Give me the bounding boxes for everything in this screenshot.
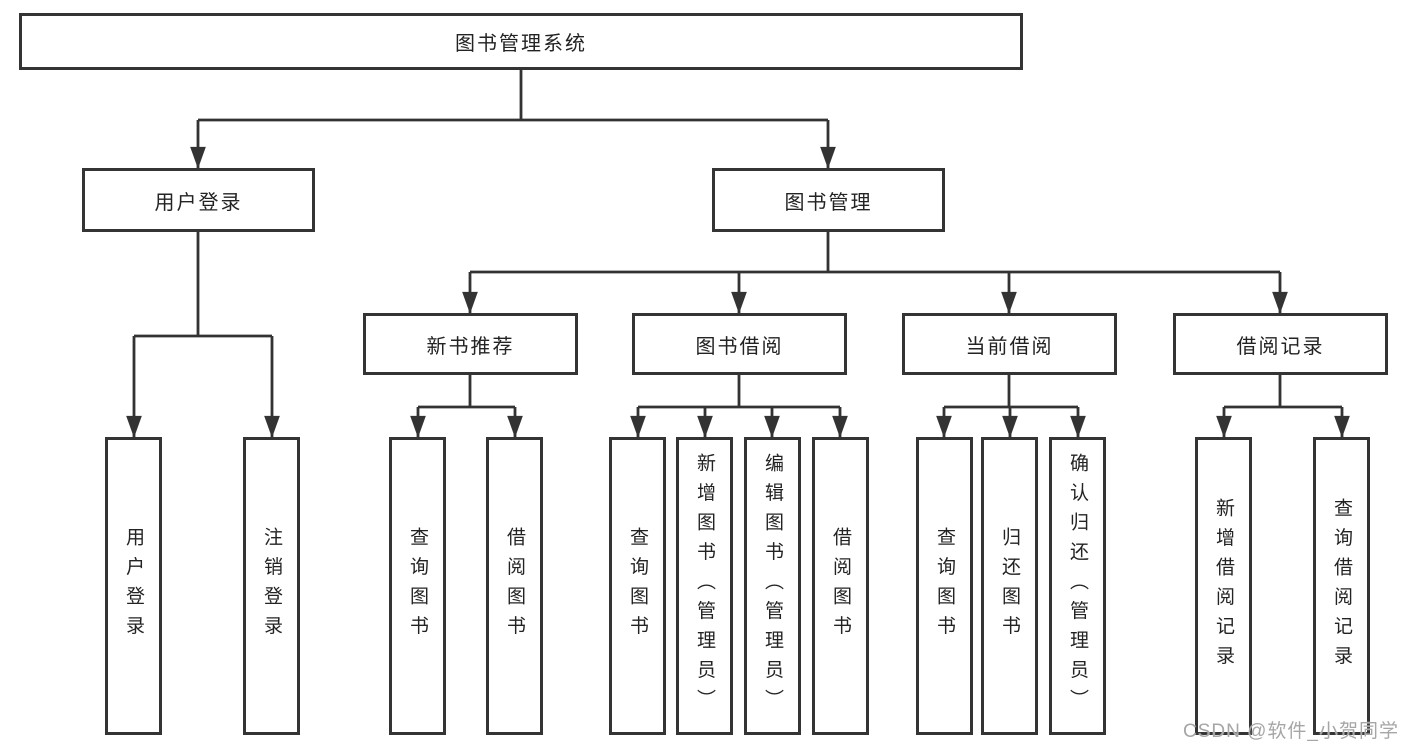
leaf-label: 查询图书 xyxy=(934,527,955,645)
leaf-label: 借阅图书 xyxy=(504,527,525,645)
leaf-logout: 注销登录 xyxy=(243,437,300,735)
node-borrow-records: 借阅记录 xyxy=(1173,313,1388,375)
csdn-watermark: CSDN @软件_小贺同学 xyxy=(1183,721,1399,742)
leaf-label: 确认归还（管理员） xyxy=(1067,453,1088,719)
leaf-add-books-admin: 新增图书（管理员） xyxy=(676,437,733,735)
leaf-edit-books-admin: 编辑图书（管理员） xyxy=(744,437,801,735)
leaf-confirm-return-admin: 确认归还（管理员） xyxy=(1049,437,1106,735)
node-label: 图书管理系统 xyxy=(455,33,587,55)
leaf-label: 归还图书 xyxy=(999,527,1020,645)
leaf-label: 查询图书 xyxy=(627,527,648,645)
node-label: 图书借阅 xyxy=(695,335,784,358)
leaf-label: 注销登录 xyxy=(261,527,282,645)
leaf-borrow-books-recommend: 借阅图书 xyxy=(486,437,543,735)
leaf-query-books-recommend: 查询图书 xyxy=(389,437,446,735)
node-book-management: 图书管理 xyxy=(712,168,945,232)
node-new-book-recommend: 新书推荐 xyxy=(363,313,578,375)
leaf-label: 新增图书（管理员） xyxy=(694,453,715,719)
node-label: 新书推荐 xyxy=(426,335,515,358)
leaf-label: 编辑图书（管理员） xyxy=(762,453,783,719)
leaf-label: 查询借阅记录 xyxy=(1331,497,1352,675)
node-label: 图书管理 xyxy=(784,191,873,214)
leaf-query-books-current: 查询图书 xyxy=(916,437,973,735)
node-root-system: 图书管理系统 xyxy=(19,13,1023,70)
leaf-add-borrow-record: 新增借阅记录 xyxy=(1195,437,1252,735)
leaf-label: 查询图书 xyxy=(407,527,428,645)
leaf-user-login: 用户登录 xyxy=(105,437,162,735)
leaf-query-books-borrow: 查询图书 xyxy=(609,437,666,735)
leaf-label: 借阅图书 xyxy=(830,527,851,645)
leaf-label: 用户登录 xyxy=(123,527,144,645)
leaf-return-books: 归还图书 xyxy=(981,437,1038,735)
node-label: 用户登录 xyxy=(154,191,243,214)
node-current-borrow: 当前借阅 xyxy=(902,313,1117,375)
leaf-query-borrow-record: 查询借阅记录 xyxy=(1313,437,1370,735)
node-label: 借阅记录 xyxy=(1236,335,1325,358)
node-book-borrow: 图书借阅 xyxy=(632,313,847,375)
leaf-borrow-books: 借阅图书 xyxy=(812,437,869,735)
node-user-login: 用户登录 xyxy=(82,168,315,232)
leaf-label: 新增借阅记录 xyxy=(1213,497,1234,675)
node-label: 当前借阅 xyxy=(965,335,1054,358)
